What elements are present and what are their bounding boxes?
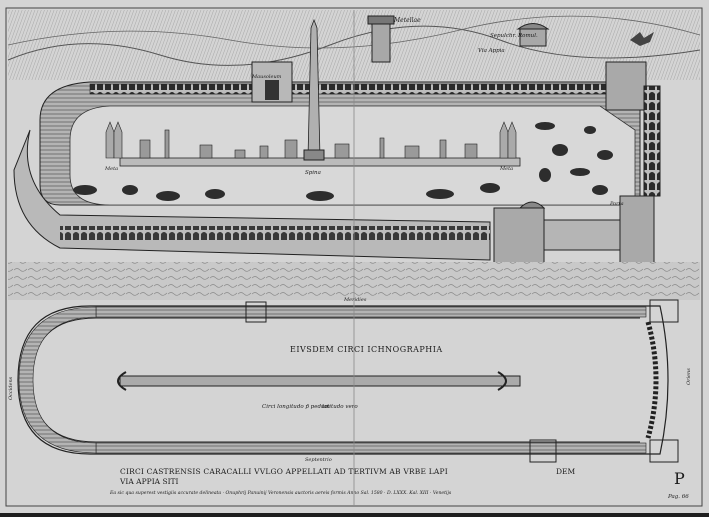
plan-meta-right (497, 371, 507, 391)
near-wall-windows (60, 226, 490, 240)
label-spina: Spina (305, 170, 321, 176)
label-septentrio: Septentrio (305, 457, 332, 463)
plan-curve-seating (18, 306, 97, 454)
far-arcade (89, 83, 611, 95)
hill-ridge-2 (7, 15, 701, 49)
label-mausoleum: Mausoleum (251, 74, 282, 80)
tomb-tower (371, 19, 391, 63)
winged-figure (630, 32, 654, 46)
label-occidens: Occidens (8, 376, 14, 400)
plan-spina (119, 375, 521, 387)
right-wall (543, 219, 621, 251)
plan-outer (17, 305, 650, 455)
meta-left (105, 121, 123, 159)
plate-border (5, 7, 703, 507)
mausoleum-door (265, 80, 279, 100)
gate-tower-dome (518, 201, 546, 209)
plan-tower-bottom (529, 439, 557, 463)
label-meridies: Meridies (343, 297, 367, 303)
plan-heading: EIVSDEM CIRCI ICHNOGRAPHIA (290, 345, 443, 354)
corner-letter: P (674, 469, 685, 488)
plan-top-seating (95, 306, 647, 318)
plan-carceres-stalls (645, 321, 659, 439)
label-meta-right: Meta (499, 166, 513, 172)
hill-ridge (7, 25, 701, 66)
plan-tower-top (245, 301, 267, 323)
plan-tower-right (649, 299, 679, 323)
arena-floor (69, 105, 636, 206)
tomb-tower-top (367, 15, 395, 25)
gate-tower-right (619, 195, 655, 273)
plan-carceres (650, 305, 669, 455)
label-sepulchrum: Sepulchr. Romul. (490, 33, 538, 39)
label-oriens: Oriens (686, 368, 692, 385)
plan-length-note: Circi longitudo p̄ pedum (262, 404, 330, 410)
plan-tower-right-bottom (649, 439, 679, 463)
label-metellae: Metellae (393, 17, 421, 24)
obelisk-base (303, 149, 325, 161)
caption-line1-end: DEM (556, 467, 575, 476)
porta-tower (605, 61, 647, 111)
meta-right (499, 121, 517, 159)
temple-roof (516, 23, 550, 30)
label-meta-left: Meta (104, 166, 118, 172)
caption-line2: VIA APPIA SITI (119, 477, 179, 486)
spina-monuments (139, 129, 478, 159)
page-number: Pag. 66 (667, 494, 689, 500)
plan-meta-left (117, 371, 127, 391)
label-porta: Porta (609, 201, 624, 207)
venatio-figures (535, 122, 613, 195)
caption-fine-print: Ea sic qua superest vestigiis accurate d… (109, 490, 452, 496)
right-side-wall (643, 85, 661, 197)
label-via-appia: Via Appia (478, 48, 505, 54)
plan-bottom-seating (95, 442, 647, 454)
plan-latitude-note: latitudo vero (322, 404, 358, 410)
caption-line1: CIRCI CASTRENSIS CARACALLI VVLGO APPELLA… (120, 467, 448, 476)
chariot-figures (73, 183, 500, 201)
